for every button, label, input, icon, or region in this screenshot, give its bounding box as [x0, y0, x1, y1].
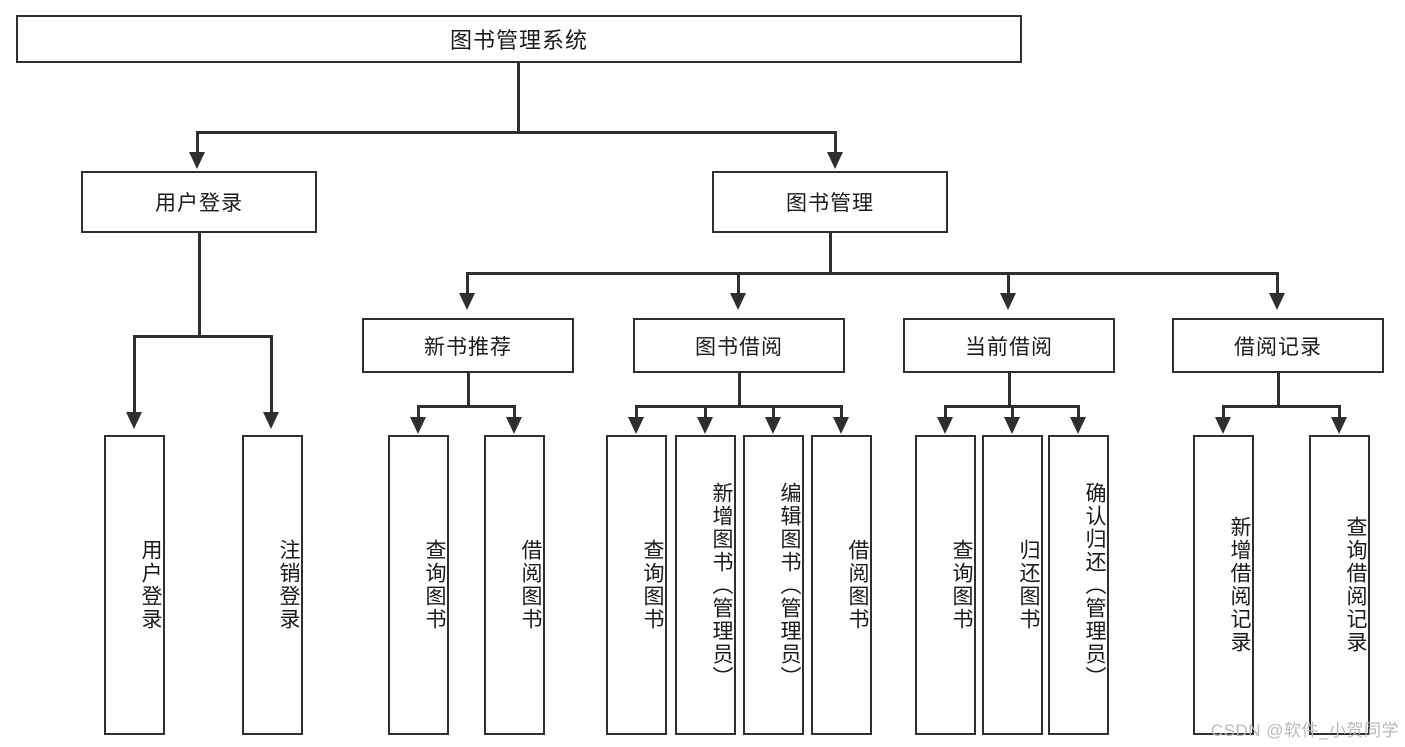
arrow-to-borrow-record	[1269, 293, 1285, 310]
arrow-to-current-borrow	[1000, 293, 1016, 310]
node-label: 借阅记录	[1234, 335, 1322, 359]
node-root-system[interactable]: 图书管理系统	[16, 15, 1022, 63]
edge-borrow-record-bar	[1222, 405, 1341, 408]
arrow-book-borrow-c3	[765, 417, 781, 434]
node-label: 编辑图书（管理员）	[778, 481, 801, 689]
leaf-current-query-book[interactable]: 查询图书	[915, 435, 976, 735]
arrow-to-book-manage	[827, 152, 843, 169]
edge-book-manage-stem	[829, 233, 832, 274]
edge-user-login-right	[270, 335, 273, 413]
leaf-recommend-query-book[interactable]: 查询图书	[388, 435, 449, 735]
edge-current-borrow-stem	[1008, 373, 1011, 407]
arrow-current-borrow-c1	[937, 417, 953, 434]
arrow-book-borrow-c2	[697, 417, 713, 434]
edge-book-borrow-c1	[635, 405, 638, 418]
arrow-to-new-book	[459, 293, 475, 310]
node-label: 查询图书	[950, 539, 973, 631]
node-label: 查询图书	[423, 539, 446, 631]
node-label: 查询图书	[641, 539, 664, 631]
edge-borrow-record-c1	[1222, 405, 1225, 418]
node-label: 新书推荐	[424, 335, 512, 359]
arrow-to-user-login	[189, 152, 205, 169]
node-label: 新增图书（管理员）	[710, 481, 733, 689]
arrow-current-borrow-c2	[1004, 417, 1020, 434]
node-label: 注销登录	[277, 539, 300, 631]
arrow-book-borrow-c4	[833, 417, 849, 434]
edge-current-borrow-c2	[1011, 405, 1014, 418]
edge-to-book-manage	[834, 131, 837, 153]
edge-root-stem	[517, 63, 520, 133]
node-label: 图书借阅	[695, 335, 783, 359]
leaf-user-logout[interactable]: 注销登录	[242, 435, 303, 735]
arrow-user-login-left	[126, 412, 142, 429]
node-label: 用户登录	[139, 539, 162, 631]
node-current-borrow[interactable]: 当前借阅	[903, 318, 1115, 373]
edge-current-borrow-c1	[944, 405, 947, 418]
arrow-new-book-c2	[506, 417, 522, 434]
leaf-current-return-book[interactable]: 归还图书	[982, 435, 1043, 735]
arrow-book-borrow-c1	[628, 417, 644, 434]
node-label: 确认归还（管理员）	[1083, 481, 1106, 689]
node-new-book-recommend[interactable]: 新书推荐	[362, 318, 574, 373]
leaf-borrow-borrow-book[interactable]: 借阅图书	[811, 435, 872, 735]
edge-user-login-bar	[133, 335, 272, 338]
edge-user-login-left	[133, 335, 136, 413]
arrow-user-login-right	[263, 412, 279, 429]
watermark: CSDN @软件_小贺同学	[1210, 721, 1399, 740]
edge-to-user-login	[196, 131, 199, 153]
node-user-login[interactable]: 用户登录	[81, 171, 317, 233]
arrow-borrow-record-c2	[1331, 417, 1347, 434]
node-label: 当前借阅	[965, 335, 1053, 359]
edge-new-book-bar	[417, 405, 516, 408]
node-label: 用户登录	[155, 192, 243, 215]
edge-borrow-record-c2	[1338, 405, 1341, 418]
arrow-current-borrow-c3	[1070, 417, 1086, 434]
arrow-new-book-c1	[410, 417, 426, 434]
edge-user-login-stem	[198, 233, 201, 337]
node-label: 借阅图书	[846, 539, 869, 631]
edge-book-borrow-bar	[635, 405, 843, 408]
edge-book-borrow-c2	[704, 405, 707, 418]
edge-to-current-borrow	[1007, 272, 1010, 294]
node-label: 查询借阅记录	[1344, 516, 1367, 654]
leaf-user-login[interactable]: 用户登录	[104, 435, 165, 735]
edge-level2-bar	[196, 131, 837, 134]
node-label: 归还图书	[1017, 539, 1040, 631]
leaf-current-confirm-return-admin[interactable]: 确认归还（管理员）	[1048, 435, 1109, 735]
node-borrow-record[interactable]: 借阅记录	[1172, 318, 1384, 373]
edge-new-book-stem	[467, 373, 470, 407]
edge-to-new-book	[466, 272, 469, 294]
edge-to-borrow-record	[1276, 272, 1279, 294]
edge-new-book-c2	[513, 405, 516, 418]
arrow-borrow-record-c1	[1215, 417, 1231, 434]
node-book-management[interactable]: 图书管理	[712, 171, 948, 233]
node-label: 图书管理	[786, 192, 874, 215]
leaf-record-query-record[interactable]: 查询借阅记录	[1309, 435, 1370, 735]
node-label: 图书管理系统	[449, 28, 588, 53]
edge-book-borrow-c4	[840, 405, 843, 418]
arrow-to-book-borrow	[730, 293, 746, 310]
leaf-borrow-query-book[interactable]: 查询图书	[606, 435, 667, 735]
leaf-record-add-record[interactable]: 新增借阅记录	[1193, 435, 1254, 735]
leaf-borrow-edit-book-admin[interactable]: 编辑图书（管理员）	[743, 435, 804, 735]
node-book-borrow[interactable]: 图书借阅	[633, 318, 845, 373]
edge-current-borrow-c3	[1077, 405, 1080, 418]
edge-book-borrow-stem	[738, 373, 741, 407]
leaf-recommend-borrow-book[interactable]: 借阅图书	[484, 435, 545, 735]
edge-new-book-c1	[417, 405, 420, 418]
edge-borrow-record-stem	[1277, 373, 1280, 407]
leaf-borrow-add-book-admin[interactable]: 新增图书（管理员）	[675, 435, 736, 735]
edge-book-borrow-c3	[772, 405, 775, 418]
edge-to-book-borrow	[737, 272, 740, 294]
edge-level3-bar	[466, 272, 1279, 275]
node-label: 新增借阅记录	[1228, 516, 1251, 654]
node-label: 借阅图书	[519, 539, 542, 631]
